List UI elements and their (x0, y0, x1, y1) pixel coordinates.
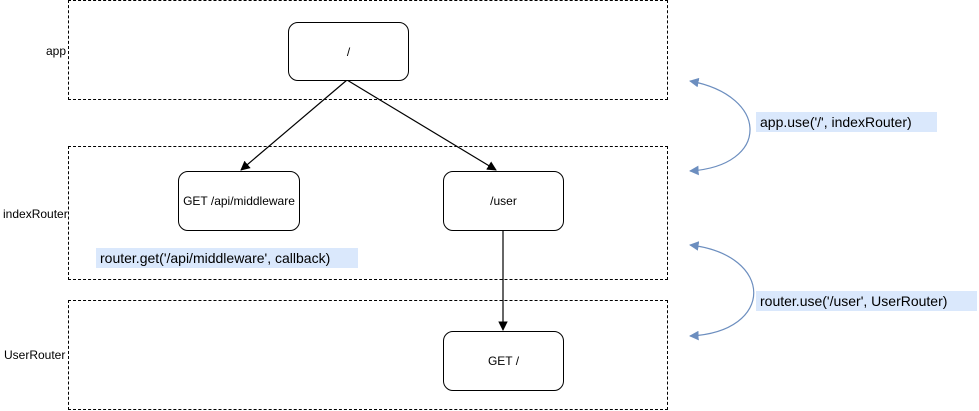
user-router-layer (68, 300, 668, 410)
app-use-code-note: app.use('/', indexRouter) (756, 112, 937, 132)
router-get-code-note: router.get('/api/middleware', callback) (96, 248, 358, 268)
router-use-code-note: router.use('/user', UserRouter) (756, 291, 977, 311)
api-middleware-route-node: GET /api/middleware (178, 171, 300, 231)
index-router-layer-label: indexRouter (3, 207, 68, 221)
app-layer-label: app (46, 44, 67, 58)
router-use-relation-curve (689, 241, 755, 341)
user-route-node: /user (443, 171, 564, 231)
user-router-layer-label: UserRouter (4, 348, 66, 362)
root-route-node: / (288, 22, 409, 81)
get-root-route-node: GET / (443, 331, 564, 391)
app-use-relation-curve (689, 77, 751, 176)
